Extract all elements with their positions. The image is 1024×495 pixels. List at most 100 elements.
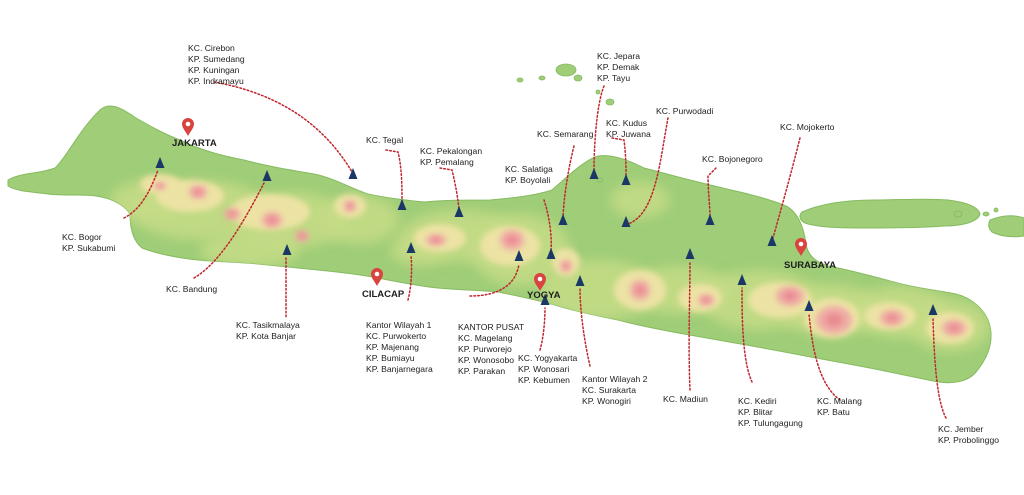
leader-line-salatiga — [543, 199, 552, 252]
office-label-line: KP. Indramayu — [188, 76, 244, 86]
leader-line-kanwil2 — [579, 288, 591, 367]
city-label-yogya: YOGYA — [527, 290, 561, 301]
office-label-line: KC. Jepara — [597, 51, 640, 61]
office-label-line: KP. Parakan — [458, 366, 505, 376]
islet-shape — [953, 210, 963, 218]
office-label-line: KC. Kediri — [738, 396, 777, 406]
office-label-line: KP. Wonosobo — [458, 355, 514, 365]
hill-shade — [610, 182, 670, 218]
office-label-bandung: KC. Bandung — [166, 284, 217, 294]
triangle-office-icon[interactable] — [589, 168, 599, 179]
office-label-purwodadi: KC. Purwodadi — [656, 106, 713, 116]
pin-body — [795, 238, 807, 256]
office-label-line: KC. Tegal — [366, 135, 403, 145]
office-label-line: KP. Banjarnegara — [366, 364, 433, 374]
leader-line-yogyakarta — [539, 307, 546, 351]
triangle-office-icon[interactable] — [575, 275, 585, 286]
office-label-line: KC. Yogyakarta — [518, 353, 577, 363]
peak-core-shade — [886, 314, 898, 322]
office-label-line: KP. Juwana — [606, 129, 651, 139]
city-label-surabaya: SURABAYA — [784, 260, 836, 271]
leader-line-madiun — [688, 261, 691, 391]
triangle-office-icon[interactable] — [767, 235, 777, 246]
office-label-line: KC. Salatiga — [505, 164, 553, 174]
peak-core-shade — [298, 233, 306, 239]
triangle-office-icon[interactable] — [155, 157, 165, 168]
peak-core-shade — [431, 237, 441, 243]
leader-line-jepara — [593, 85, 605, 172]
bali-edge-shape — [988, 215, 1024, 238]
triangle-office-icon[interactable] — [397, 199, 407, 210]
map-pin-icon[interactable] — [795, 238, 807, 256]
triangle-office-icon[interactable] — [928, 304, 938, 315]
triangle-office-icon[interactable] — [454, 206, 464, 217]
peak-core-shade — [193, 188, 203, 196]
leader-line-jember — [932, 317, 947, 419]
pin-body — [182, 118, 194, 136]
city-label-cilacap: CILACAP — [362, 289, 405, 300]
triangle-office-icon[interactable] — [546, 248, 556, 259]
triangle-office-icon[interactable] — [540, 294, 550, 305]
leader-lines — [123, 81, 947, 419]
triangle-office-icon[interactable] — [514, 250, 524, 261]
pin-body — [534, 273, 546, 291]
peak-core-shade — [506, 235, 518, 245]
office-label-line: KP. Tayu — [597, 73, 630, 83]
office-label-line: KC. Pekalongan — [420, 146, 482, 156]
office-label-line: KC. Surakarta — [582, 385, 636, 395]
pin-hole — [185, 121, 191, 127]
leader-line-kediri — [741, 287, 753, 383]
office-label-line: KC. Madiun — [663, 394, 708, 404]
office-label-line: KC. Purwodadi — [656, 106, 713, 116]
peak-core-shade — [267, 216, 277, 224]
office-label-line: KP. Probolinggo — [938, 435, 999, 445]
triangle-office-icon[interactable] — [804, 300, 814, 311]
office-label-line: KP. Kota Banjar — [236, 331, 296, 341]
leader-line-mojokerto — [772, 137, 801, 239]
office-label-line: KC. Bogor — [62, 232, 102, 242]
islet-shape — [982, 211, 990, 217]
hill-shade — [200, 232, 300, 268]
islet-shape — [573, 74, 583, 82]
triangle-office-icon[interactable] — [262, 170, 272, 181]
pin-hole — [537, 276, 543, 282]
office-label-line: KC. Tasikmalaya — [236, 320, 300, 330]
office-label-line: KP. Wonogiri — [582, 396, 631, 406]
office-label-line: KANTOR PUSAT — [458, 322, 525, 332]
triangle-office-icon[interactable] — [282, 244, 292, 255]
map-pin-icon[interactable] — [182, 118, 194, 136]
madura-island-shape — [799, 198, 981, 229]
triangle-office-icon[interactable] — [737, 274, 747, 285]
office-label-line: KP. Kebumen — [518, 375, 570, 385]
office-label-line: KP. Demak — [597, 62, 640, 72]
triangle-office-icon[interactable] — [685, 248, 695, 259]
peak-core-shade — [563, 263, 569, 269]
leader-line-bandung — [193, 182, 265, 279]
peak-core-shade — [347, 203, 353, 209]
triangle-office-icon[interactable] — [621, 174, 631, 185]
islet-shape — [538, 75, 546, 81]
office-label-line: KC. Magelang — [458, 333, 513, 343]
triangle-office-icon[interactable] — [348, 168, 358, 179]
peak-core-shade — [157, 184, 163, 188]
office-label-line: KP. Tulungagung — [738, 418, 803, 428]
islet-shape — [555, 63, 577, 77]
leader-line-tegal — [385, 149, 403, 203]
triangle-office-icon[interactable] — [406, 242, 416, 253]
triangle-office-icon[interactable] — [705, 214, 715, 225]
triangle-office-icon[interactable] — [558, 214, 568, 225]
map-pin-icon[interactable] — [534, 273, 546, 291]
office-label-semarang: KC. Semarang — [537, 129, 594, 139]
map-pin-icon[interactable] — [371, 268, 383, 286]
triangle-office-icon[interactable] — [621, 216, 631, 227]
